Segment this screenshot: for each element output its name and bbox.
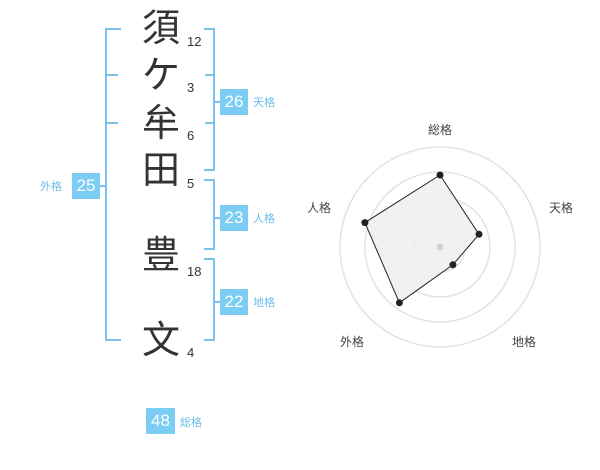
radar-axis-label-2: 天格 xyxy=(549,201,574,215)
jinkaku-value: 23 xyxy=(220,205,248,231)
stroke-count-6: 4 xyxy=(187,345,195,360)
stroke-count-3: 6 xyxy=(187,128,195,143)
name-char-3: 牟 xyxy=(141,101,180,145)
radar-axis-label-1: 総格 xyxy=(428,123,453,137)
soukaku-value: 48 xyxy=(146,408,175,434)
gaikaku-bracket xyxy=(105,28,121,341)
tenkaku-value: 26 xyxy=(220,89,248,115)
name-char-5: 豊 xyxy=(141,233,180,277)
radar-point-5 xyxy=(361,219,369,227)
radar-point-2 xyxy=(475,230,483,238)
radar-axis-label-4: 外格 xyxy=(340,335,365,349)
jinkaku-bracket xyxy=(204,179,215,250)
radar-point-3 xyxy=(449,261,457,269)
radar-axis-label-5: 人格 xyxy=(307,201,332,215)
chikaku-label: 地格 xyxy=(253,296,275,309)
radar-axis-label-3: 地格 xyxy=(512,335,537,349)
stroke-count-5: 18 xyxy=(187,264,202,279)
name-char-2: ケ xyxy=(141,53,180,97)
gaikaku-label: 外格 xyxy=(40,180,62,193)
name-char-4: 田 xyxy=(141,148,180,192)
tenkaku-label: 天格 xyxy=(253,96,275,109)
gaikaku-value: 25 xyxy=(72,173,100,199)
radar-center-dot xyxy=(436,243,444,251)
stroke-count-4: 5 xyxy=(187,176,195,191)
stroke-count-2: 3 xyxy=(187,80,195,95)
name-char-1: 須 xyxy=(141,6,180,50)
radar-point-4 xyxy=(395,299,403,307)
radar-data-polygon xyxy=(364,174,480,304)
radar-point-1 xyxy=(436,171,444,179)
name-char-6: 文 xyxy=(141,318,180,362)
soukaku-label: 総格 xyxy=(180,416,202,429)
tenkaku-bracket xyxy=(204,28,215,171)
stroke-count-1: 12 xyxy=(187,34,202,49)
chikaku-value: 22 xyxy=(220,289,248,315)
jinkaku-label: 人格 xyxy=(253,212,275,225)
chikaku-bracket xyxy=(204,258,215,341)
radar-ring-4 xyxy=(339,146,541,348)
